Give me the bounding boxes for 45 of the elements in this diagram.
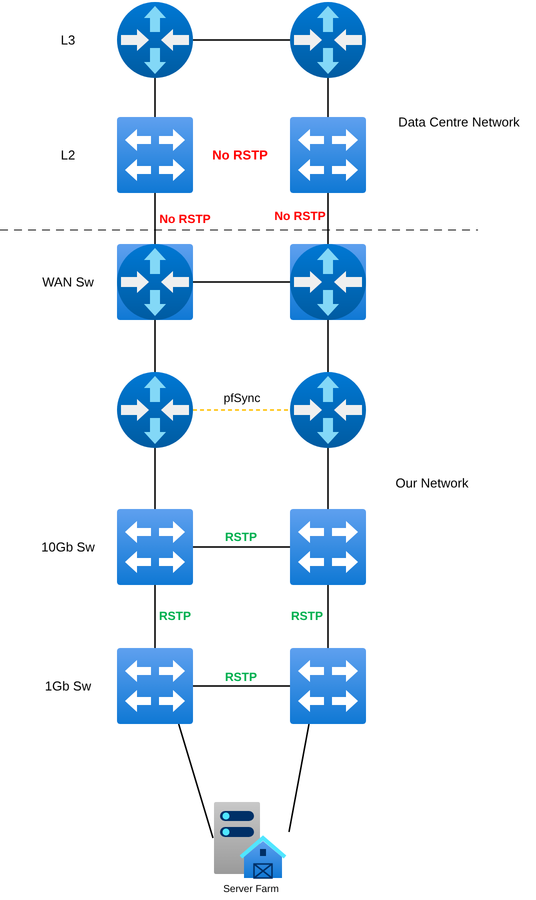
edge-label: RSTP [224,670,258,684]
connector-line [288,724,310,832]
connector-line [154,320,156,372]
connector-line [154,585,156,648]
switch-icon [117,648,193,724]
connector-line [327,78,329,117]
row-label: 1Gb Sw [44,678,92,694]
edge-label: No RSTP [273,209,327,223]
connector-line [327,193,329,244]
router-switch-icon [117,244,193,320]
switch-icon [290,648,366,724]
switch-icon [117,117,193,193]
node-caption: Server Farm [223,884,279,895]
edge-label: RSTP [290,609,324,623]
connector-line [193,685,290,687]
switch-icon [290,509,366,585]
row-label: Our Network [396,476,468,490]
edge-label: RSTP [224,530,258,544]
row-label: WAN Sw [42,274,94,290]
switch-icon [117,509,193,585]
row-label: L2 [60,148,76,162]
connector-line [193,39,290,41]
connector-line [193,409,290,411]
router-icon [117,372,193,448]
connector-line [193,281,290,283]
row-label: L3 [60,32,76,48]
edge-label: No RSTP [158,212,212,226]
router-icon [117,2,193,78]
switch-icon [290,117,366,193]
connector-line [327,448,329,509]
connector-line [178,724,214,838]
row-label: 10Gb Sw [41,540,95,554]
status-label: No RSTP [212,148,268,162]
connector-line [154,448,156,509]
router-icon [290,372,366,448]
connector-line [154,193,156,244]
router-icon [290,2,366,78]
connector-line [327,585,329,648]
edge-label: pfSync [222,391,262,405]
row-label: Data Centre Network [398,114,520,130]
edge-label: RSTP [158,609,192,623]
connector-line [154,78,156,117]
connector-line [327,320,329,372]
connector-line [193,546,290,548]
router-switch-icon [290,244,366,320]
